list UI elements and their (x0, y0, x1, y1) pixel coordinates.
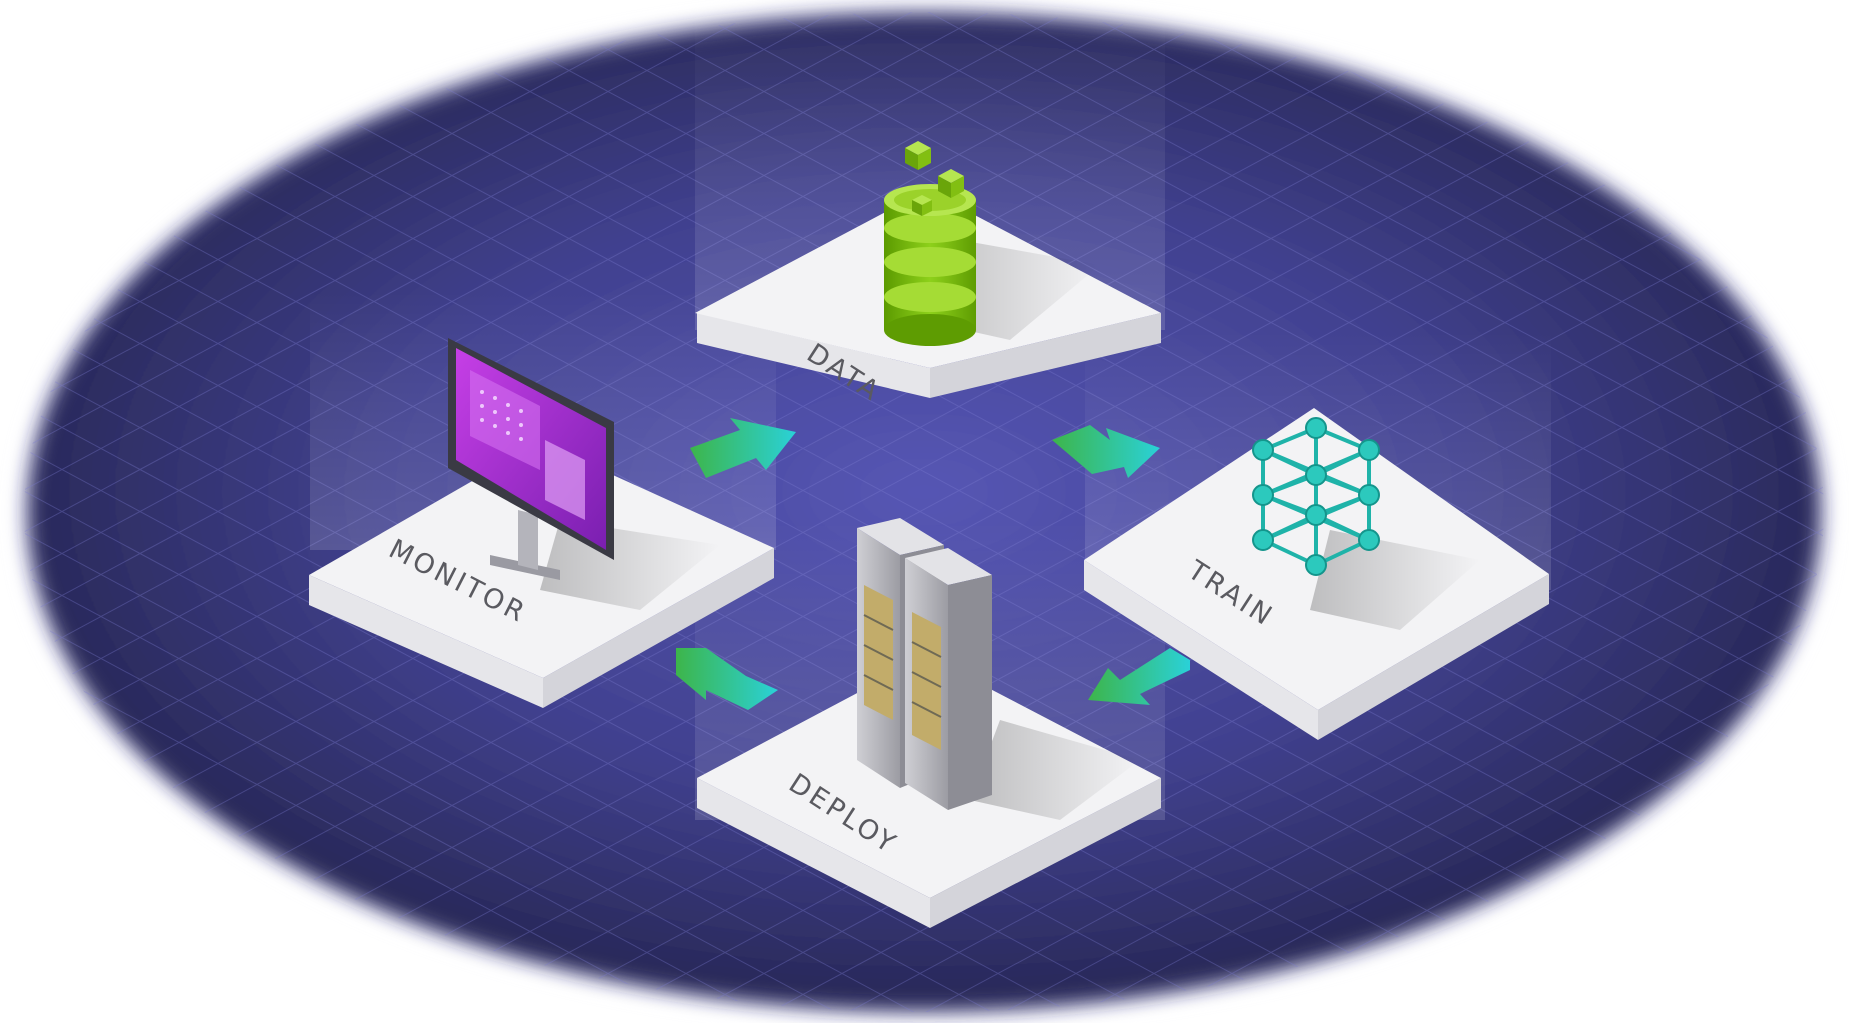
flow-arrows (676, 418, 1190, 710)
data-cube (938, 169, 964, 198)
arrow-deploy-to-monitor (676, 648, 778, 710)
train-station: TRAIN (1084, 408, 1549, 740)
arrow-data-to-train (1052, 425, 1160, 478)
background-oval (19, 6, 1829, 1018)
database-icon (884, 141, 976, 346)
neural-network-nodes (1252, 417, 1380, 576)
monitor-icon (448, 338, 614, 580)
data-station: DATA (695, 141, 1161, 408)
server-rack (905, 548, 992, 810)
arrow-train-to-deploy (1088, 648, 1190, 705)
data-cube (905, 141, 931, 170)
server-rack-icon (857, 518, 992, 810)
deploy-station: DEPLOY (697, 518, 1161, 928)
arrow-monitor-to-data (690, 418, 796, 478)
data-cube (912, 195, 932, 216)
monitor-station: MONITOR (309, 338, 774, 708)
